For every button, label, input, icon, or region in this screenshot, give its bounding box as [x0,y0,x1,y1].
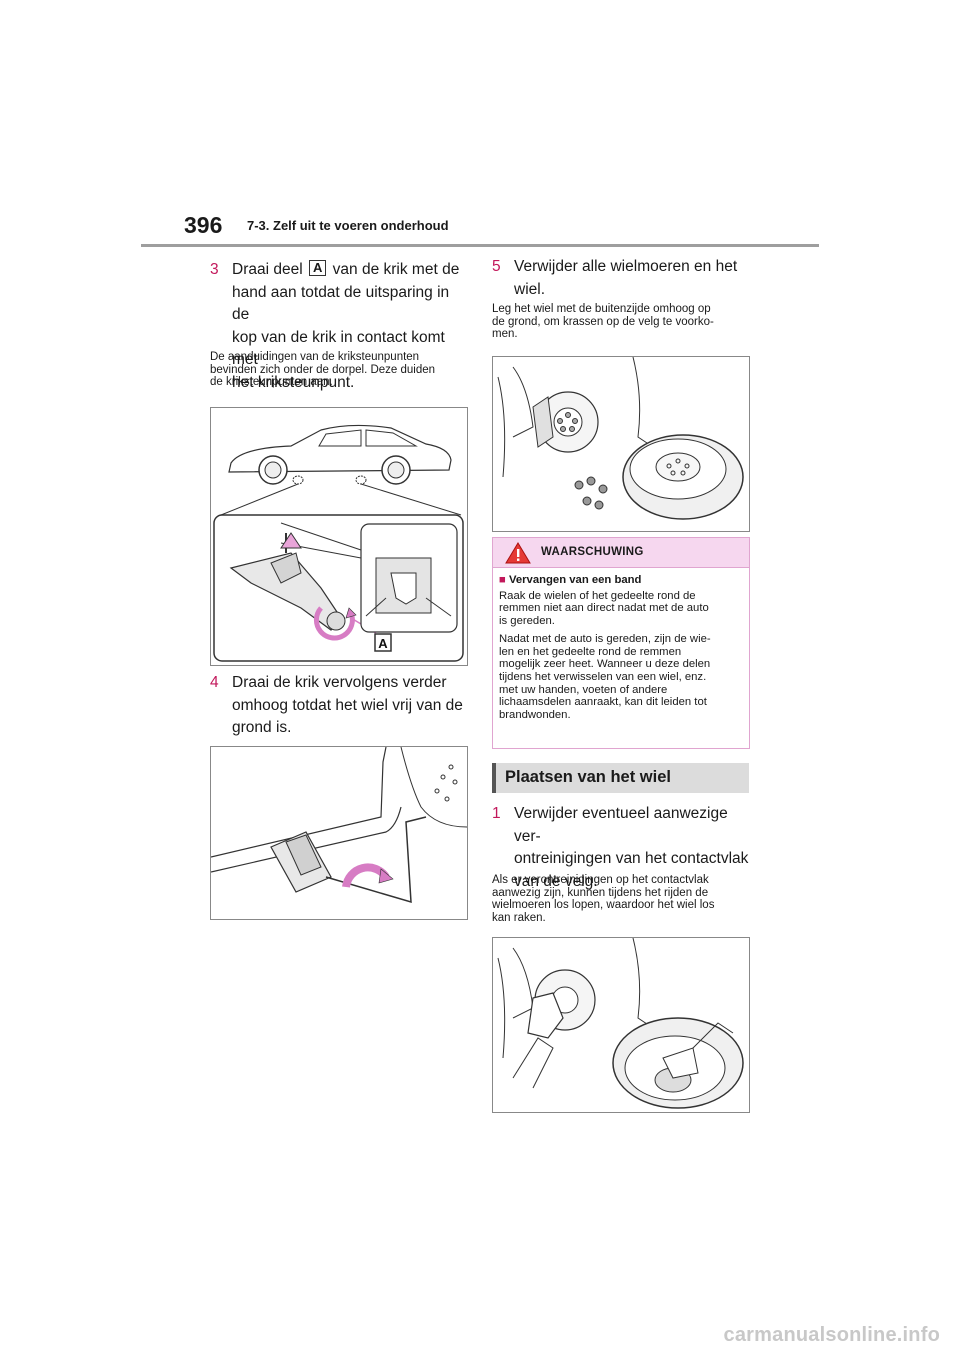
step-4: 4 Draai de krik vervolgens verder omhoog… [210,672,470,740]
part-a-label: A [308,260,327,276]
step-3-line-4: het kriksteunpunt. [232,373,355,391]
step-4-line: grond is. [232,719,292,736]
step-5: 5 Verwijder alle wielmoeren en het wiel. [492,256,752,301]
warning-paragraph-1: Raak de wielen of het gedeelte rond de r… [499,589,709,628]
step-3-text-before: Draai deel [232,261,303,278]
note-line: de grond, om krassen op de velg te voork… [492,315,714,328]
step-4-line: Draai de krik vervolgens verder [232,674,447,691]
step-3: 3 Draai deel A van de krik met de hand a… [210,259,470,394]
note-line: Als er verontreinigingen op het contactv… [492,874,709,886]
note-line: men. [492,328,518,341]
note-clean-rim: Als er verontreinigingen op het contactv… [492,874,752,924]
wheel-removed-illustration [497,357,744,520]
step-1-line: ontreinigingen van het contactvlak [514,850,749,867]
warning-paragraph-2: Nadat met de auto is gereden, zijn de wi… [499,632,711,722]
car-jack-illustration: A [213,424,464,662]
note-line: bevinden zich onder de dorpel. Deze duid… [210,363,436,376]
step-1-line: Verwijder eventueel aanwezige ver- [514,805,728,845]
step-1: 1 Verwijder eventueel aanwezige ver- ont… [492,803,754,893]
step-3-text-after: van de krik met de [332,261,460,278]
note-place-wheel: Leg het wiel met de buitenzijde omhoog o… [492,303,752,341]
note-line: De aanduidingen van de kriksteunpunten [210,351,420,363]
figure-jack-points: A [210,407,468,666]
note-line: Leg het wiel met de buitenzijde omhoog o… [492,303,711,315]
step-1-number: 1 [492,805,501,822]
clean-contact-illustration [497,938,744,1109]
section-banner: Plaatsen van het wiel [492,763,749,793]
figure-raise-jack [210,746,468,920]
figure-wheel-removed [492,356,750,532]
note-line: wielmoeren los lopen, waardoor het wiel … [492,899,715,912]
note-line: aanwezig zijn, kunnen tijdens het rijden… [492,886,709,899]
step-5-line: Verwijder alle wielmoeren en het [514,258,738,275]
step-5-line: wiel. [514,280,546,298]
step-3-number: 3 [210,261,219,278]
step-4-number: 4 [210,674,219,691]
warning-title: WAARSCHUWING [541,546,644,558]
step-5-number: 5 [492,258,501,275]
note-line: kan raken. [492,911,546,924]
watermark: carmanualsonline.info [723,1324,940,1346]
raise-jack-illustration [211,747,467,904]
step-4-line: omhoog totdat het wiel vrij van de [232,696,463,714]
section-title: 7-3. Zelf uit te voeren onderhoud [247,218,449,233]
step-3-line-3: kop van de krik in contact komt met [232,328,445,369]
warning-subtitle: Vervangen van een band [508,574,642,586]
step-3-line-2: hand aan totdat de uitsparing in de [232,283,450,324]
note-jack-points: De aanduidingen van de kriksteunpunten b… [210,351,470,389]
page-number: 396 [184,212,223,238]
warning-header: WAARSCHUWING [493,538,749,568]
figure-clean-contact-surface [492,937,750,1113]
warning-bullet-icon: ■ [499,574,506,586]
step-1-line: van de velg. [514,872,598,890]
header-rule [141,244,819,247]
section-banner-title: Plaatsen van het wiel [505,768,671,786]
note-line: de kriksteunpunten aan. [210,376,333,389]
warning-triangle-icon [505,542,531,564]
warning-box: WAARSCHUWING ■ Vervangen van een band Ra… [492,537,750,749]
figure-callout-a: A [378,636,388,651]
